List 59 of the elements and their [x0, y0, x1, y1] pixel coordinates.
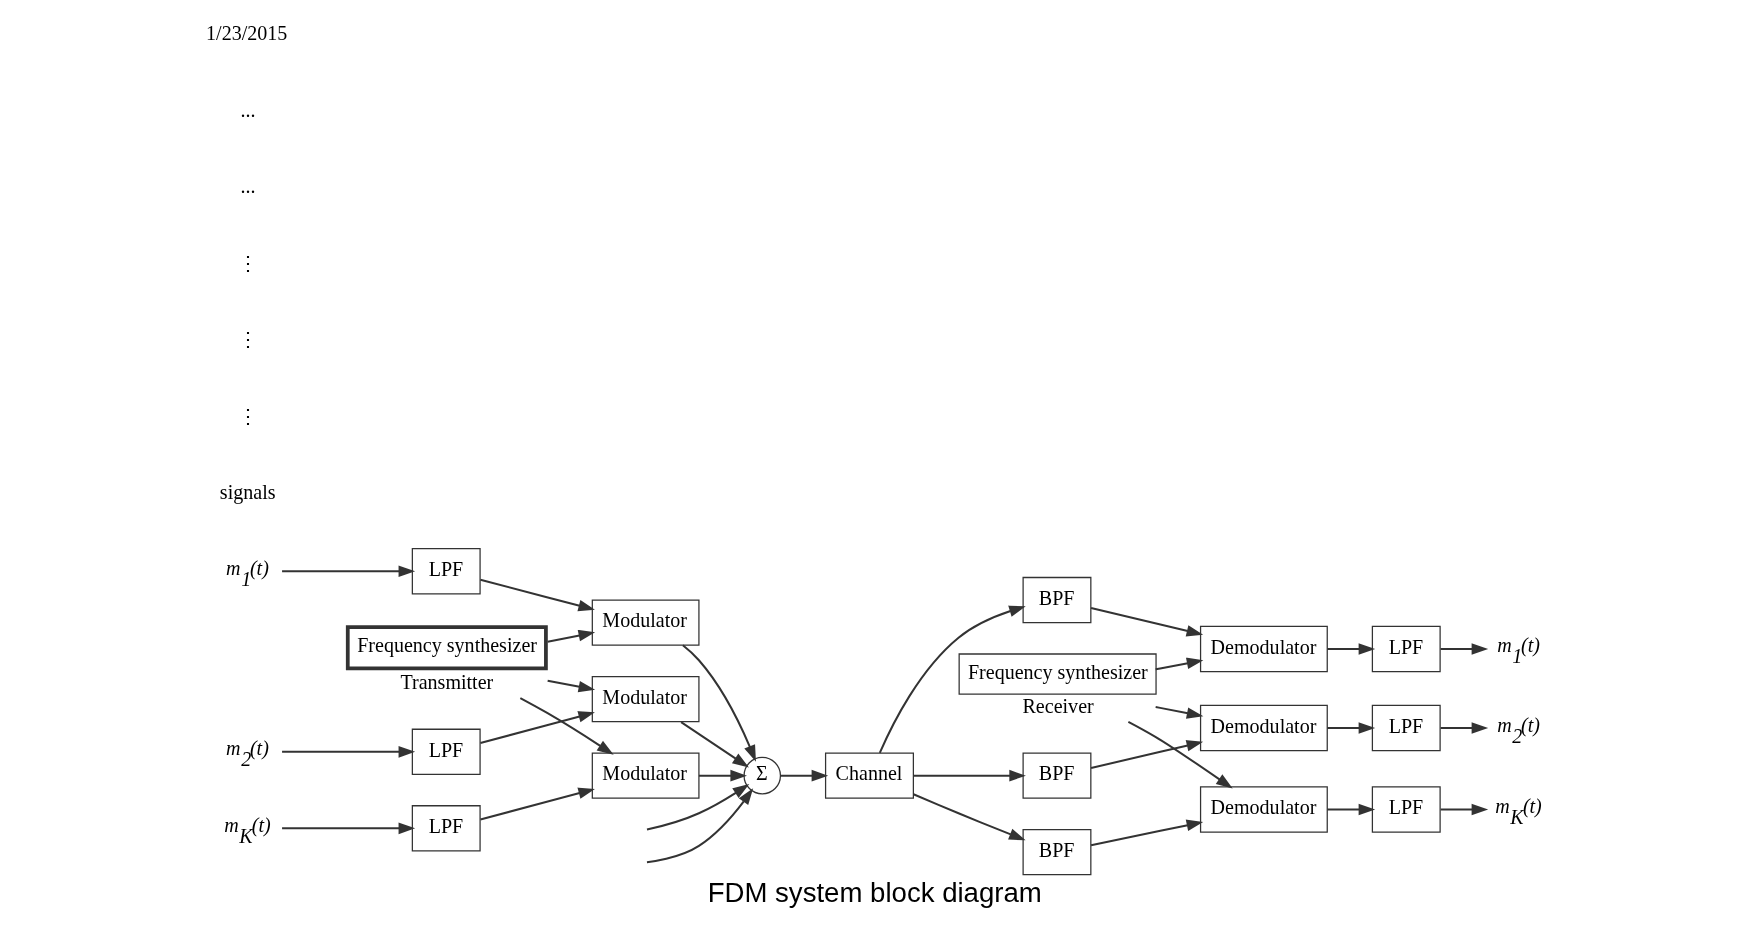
arrow — [1440, 722, 1489, 734]
arrow — [698, 769, 747, 782]
node-box: LPF — [411, 805, 481, 852]
node-circle: Σ — [743, 756, 782, 795]
label: ... — [240, 98, 256, 121]
arrow — [282, 565, 416, 578]
node-box: Modulator — [591, 675, 700, 723]
arrow — [480, 787, 595, 821]
arrow — [282, 822, 416, 835]
node-box: BPF — [1022, 828, 1092, 876]
node-box: BPF — [1022, 576, 1092, 624]
arrow — [913, 793, 1026, 841]
node-label: Transmitter — [400, 670, 494, 693]
label: 1/23/2015 — [206, 22, 288, 45]
arrow — [480, 711, 595, 744]
arrow — [547, 679, 596, 693]
arrow — [282, 746, 416, 758]
arrow — [1327, 803, 1376, 816]
arrow — [780, 769, 829, 782]
label: signals — [219, 481, 276, 504]
arrow — [913, 769, 1026, 782]
node-box: LPF — [1371, 704, 1441, 752]
diagram-title: FDM system block diagram — [707, 876, 1042, 908]
arrow — [680, 721, 749, 768]
node-box: Frequency synthesizer — [345, 625, 548, 671]
arrow — [480, 578, 595, 612]
arrow — [878, 605, 1026, 754]
arrow — [1327, 643, 1376, 655]
arrow — [1440, 643, 1489, 655]
node-box: LPF — [1371, 625, 1441, 673]
arrow — [1090, 819, 1204, 847]
label: ⋮ — [238, 328, 259, 351]
node-label: Receiver — [1022, 694, 1094, 717]
node-box: Channel — [824, 752, 914, 799]
node-box: LPF — [1371, 786, 1441, 833]
node-box: LPF — [411, 728, 481, 776]
arrow — [1327, 722, 1376, 734]
node-box: Frequency synthesizer — [958, 653, 1157, 695]
arrow — [547, 629, 596, 643]
arrow — [682, 644, 756, 762]
arrow — [1155, 657, 1204, 671]
arrow — [646, 784, 754, 831]
arrow — [519, 697, 614, 755]
label: ⋮ — [238, 404, 259, 427]
label: ... — [240, 175, 256, 198]
label: ⋮ — [238, 251, 259, 274]
arrow — [1090, 739, 1204, 769]
arrow — [1155, 706, 1204, 719]
node-box: Modulator — [591, 599, 700, 646]
node-box: Demodulator — [1199, 786, 1328, 833]
node-box: Demodulator — [1199, 625, 1328, 673]
arrow — [1090, 606, 1204, 637]
arrow — [1127, 720, 1233, 789]
node-box: Demodulator — [1199, 704, 1328, 752]
node-box: BPF — [1022, 752, 1092, 799]
node-box: LPF — [411, 548, 481, 595]
arrow — [1440, 803, 1489, 816]
arrow — [646, 784, 754, 864]
node-box: Modulator — [591, 752, 700, 799]
